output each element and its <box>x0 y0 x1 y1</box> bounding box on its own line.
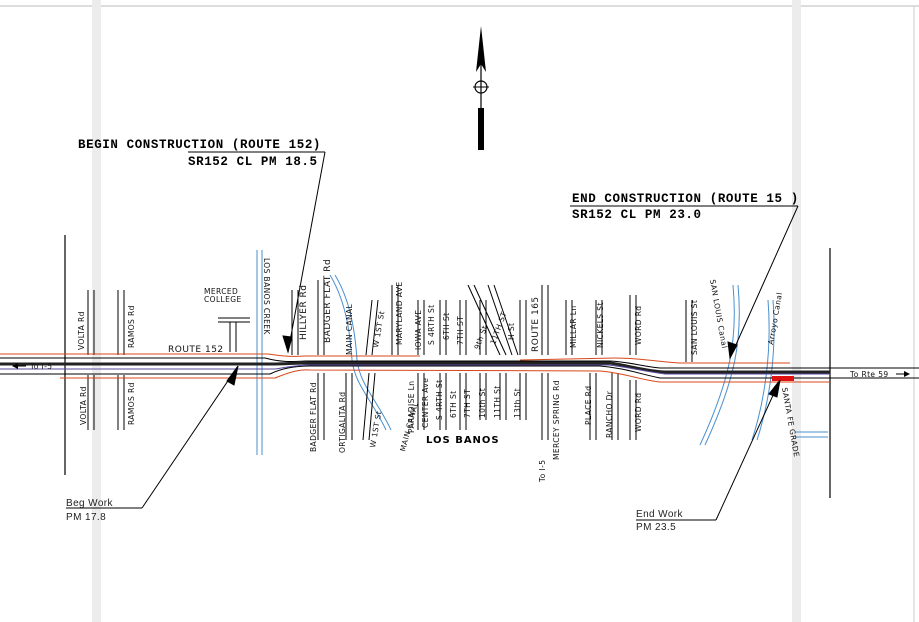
left-margin-band <box>92 0 101 622</box>
svg-text:H St: H St <box>507 323 516 340</box>
svg-text:IOWA AVE: IOWA AVE <box>414 310 423 350</box>
svg-text:PLACE Rd: PLACE Rd <box>584 386 593 425</box>
right-margin-band <box>792 0 801 622</box>
svg-text:MAIN CANAL: MAIN CANAL <box>345 303 354 355</box>
svg-text:7TH ST: 7TH ST <box>456 316 465 345</box>
merced-college-label-2: COLLEGE <box>204 295 242 304</box>
svg-text:MERCEY SPRING Rd: MERCEY SPRING Rd <box>552 380 561 460</box>
svg-text:To I-5: To I-5 <box>29 362 52 371</box>
beg-work-label: Beg Work <box>66 498 114 509</box>
south-direction: To I-5 <box>538 460 547 483</box>
svg-text:WORD Rd: WORD Rd <box>634 306 643 345</box>
svg-text:NICKELS St: NICKELS St <box>596 302 605 348</box>
west-direction: To I-5 <box>12 362 52 371</box>
svg-text:RANCHO Dr: RANCHO Dr <box>605 390 614 438</box>
svg-text:6TH St: 6TH St <box>442 313 451 340</box>
svg-text:ORTIGALITA Rd: ORTIGALITA Rd <box>338 392 347 453</box>
svg-text:11TH St: 11TH St <box>493 385 502 418</box>
project-end-marker <box>772 376 794 381</box>
svg-text:MARYLAND AVE: MARYLAND AVE <box>395 282 404 346</box>
svg-text:7TH ST: 7TH ST <box>463 389 472 418</box>
begin-construction-title: BEGIN CONSTRUCTION (ROUTE 152) <box>78 138 321 152</box>
svg-text:S 4RTH St: S 4RTH St <box>435 380 444 421</box>
svg-text:BADGER FLAT Rd: BADGER FLAT Rd <box>309 382 318 452</box>
begin-construction-pm: SR152 CL PM 18.5 <box>188 155 318 169</box>
svg-text:MILLAR Ln: MILLAR Ln <box>569 306 578 348</box>
svg-text:WORD Rd: WORD Rd <box>634 393 643 432</box>
svg-text:6TH St: 6TH St <box>449 391 458 418</box>
cross-streets <box>87 280 693 441</box>
beg-work-pm: PM 17.8 <box>66 512 106 523</box>
svg-text:HILLYER Rd: HILLYER Rd <box>299 284 309 340</box>
svg-text:RAMOS Rd: RAMOS Rd <box>127 382 136 425</box>
svg-text:10th St: 10th St <box>478 388 487 418</box>
svg-text:CENTER Ave: CENTER Ave <box>421 378 430 428</box>
end-construction-title: END CONSTRUCTION (ROUTE 15 ) <box>572 192 799 206</box>
merced-college-label-1: MERCED <box>204 287 238 296</box>
end-construction-pm: SR152 CL PM 23.0 <box>572 208 702 222</box>
water-features <box>256 250 828 455</box>
svg-text:PARADISE Ln: PARADISE Ln <box>407 381 416 433</box>
svg-text:S 4RTH St: S 4RTH St <box>427 305 436 346</box>
svg-text:To Rte 59: To Rte 59 <box>849 370 889 379</box>
los-banos-label: LOS BANOS <box>426 435 500 446</box>
svg-text:SAN LOUIS St: SAN LOUIS St <box>690 300 699 355</box>
callout-leaders <box>66 151 799 521</box>
svg-text:RAMOS Rd: RAMOS Rd <box>127 305 136 348</box>
svg-text:VOLTA Rd: VOLTA Rd <box>77 311 86 350</box>
route-152-lines <box>0 353 919 383</box>
svg-text:13th St: 13th St <box>513 388 522 418</box>
route-152-label: ROUTE 152 <box>168 345 224 355</box>
end-work-label: End Work <box>636 509 684 520</box>
svg-text:ROUTE 165: ROUTE 165 <box>531 296 541 352</box>
svg-text:LOS BANOS CREEK: LOS BANOS CREEK <box>262 258 271 335</box>
end-work-pm: PM 23.5 <box>636 522 676 533</box>
east-direction: To Rte 59 <box>849 370 910 379</box>
svg-text:VOLTA Rd: VOLTA Rd <box>79 386 88 425</box>
north-arrow-icon <box>473 26 489 150</box>
svg-text:BADGER FLAT Rd: BADGER FLAT Rd <box>323 259 333 343</box>
